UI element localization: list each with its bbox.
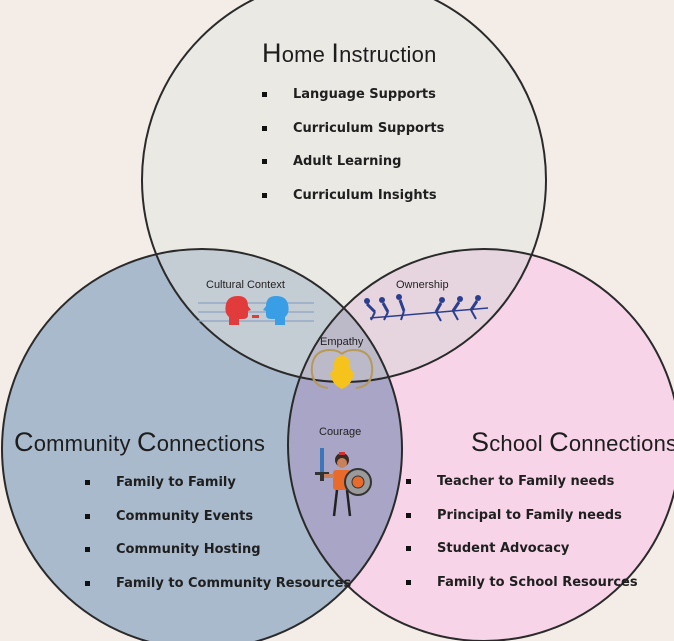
- list-item: Principal to Family needs: [406, 506, 638, 540]
- tug-of-war-icon: [364, 294, 489, 322]
- home-instruction-title: Home Instruction: [262, 38, 437, 68]
- cultural-context-label: Cultural Context: [206, 279, 285, 291]
- home-school-overlap: [288, 249, 546, 382]
- courage-label: Courage: [319, 426, 362, 438]
- list-item: Adult Learning: [261, 152, 444, 186]
- list-item: Community Events: [84, 507, 351, 541]
- list-item: Teacher to Family needs: [406, 472, 638, 506]
- empathy-label: Empathy: [320, 336, 364, 348]
- home-community-overlap: [142, 249, 402, 382]
- community-connections-title: Community Connections: [14, 427, 266, 457]
- two-heads-talking-icon: [198, 296, 314, 325]
- list-item: Language Supports: [261, 85, 444, 119]
- heads-with-heart-icon: [310, 348, 374, 389]
- community-connections-list: Family to Family Community Events Commun…: [84, 473, 351, 608]
- knight-with-shield-icon: [315, 448, 372, 517]
- list-item: Family to Family: [84, 473, 351, 507]
- home-instruction-list: Language Supports Curriculum Supports Ad…: [261, 85, 444, 220]
- ownership-label: Ownership: [396, 279, 449, 291]
- list-item: Curriculum Supports: [261, 119, 444, 153]
- school-connections-title: School Connections: [471, 427, 674, 457]
- list-item: Family to School Resources: [406, 573, 638, 607]
- school-connections-list: Teacher to Family needs Principal to Fam…: [406, 472, 638, 607]
- list-item: Student Advocacy: [406, 539, 638, 573]
- list-item: Community Hosting: [84, 540, 351, 574]
- list-item: Curriculum Insights: [261, 186, 444, 220]
- list-item: Family to Community Resources: [84, 574, 351, 608]
